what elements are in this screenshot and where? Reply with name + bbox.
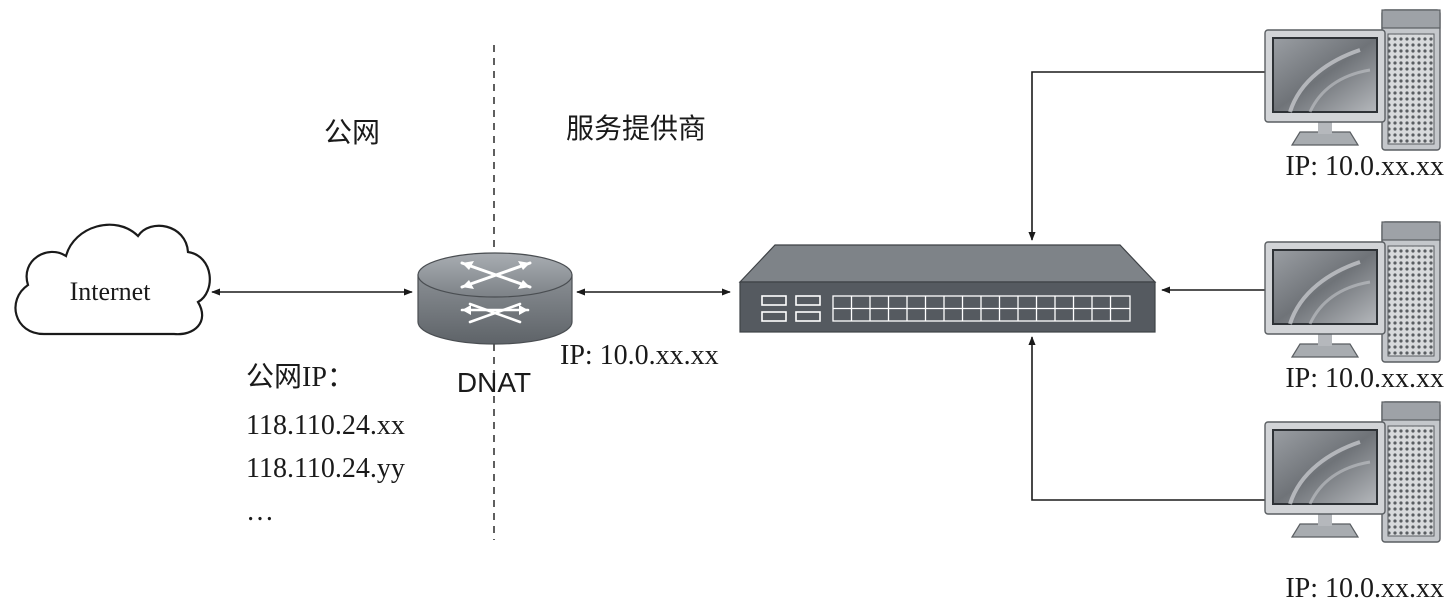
server-3-icon <box>1264 401 1441 543</box>
router-label: DNAT <box>457 367 531 398</box>
server-2-ip-label: IP: 10.0.xx.xx <box>1285 363 1444 394</box>
link-server3-switch <box>1028 336 1265 501</box>
router-ip-label: IP: 10.0.xx.xx <box>560 340 719 371</box>
public-ip-2: 118.110.24.yy <box>246 453 405 484</box>
public-ip-1: 118.110.24.xx <box>246 410 405 441</box>
provider-zone-label: 服务提供商 <box>566 113 706 144</box>
link-server1-switch <box>1028 71 1265 241</box>
server-1-ip-label: IP: 10.0.xx.xx <box>1285 151 1444 182</box>
switch-icon <box>738 244 1157 333</box>
server-1-icon <box>1264 9 1441 151</box>
internet-label: Internet <box>70 277 152 306</box>
public-zone-label: 公网 <box>324 117 380 148</box>
router-icon <box>417 252 573 345</box>
server-3-ip-label: IP: 10.0.xx.xx <box>1285 573 1444 604</box>
public-ip-ellipsis: … <box>246 496 274 527</box>
public-ip-title: 公网IP： <box>246 362 355 393</box>
internet-cloud-icon <box>14 223 211 336</box>
server-2-icon <box>1264 221 1441 363</box>
